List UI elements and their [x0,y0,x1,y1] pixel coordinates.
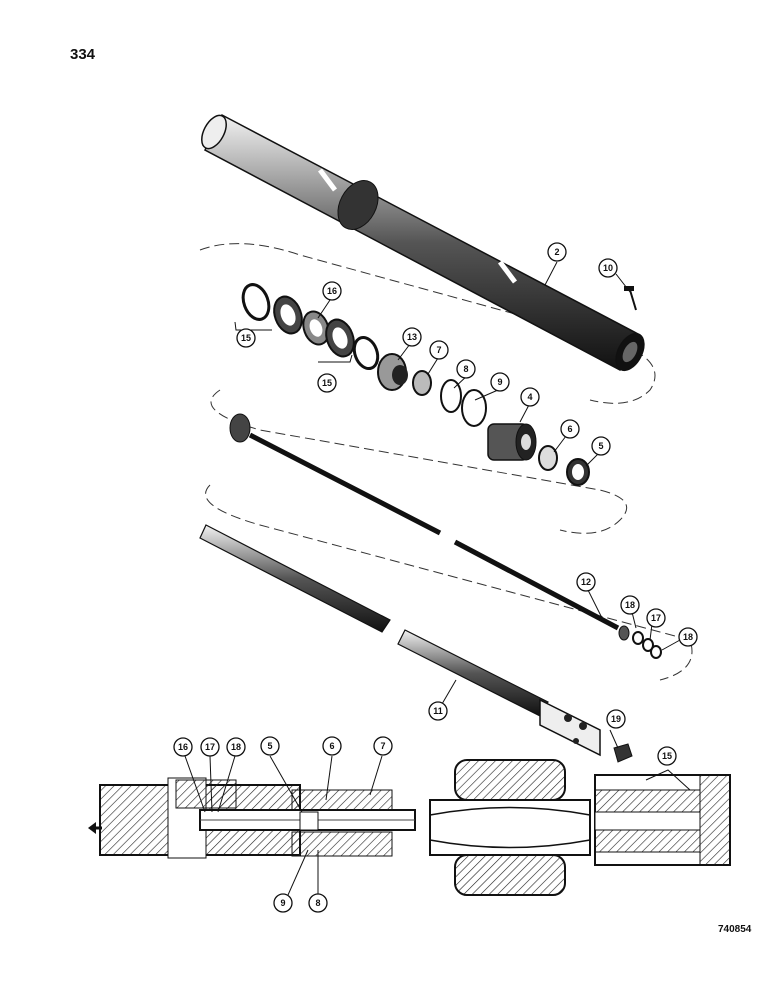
svg-text:9: 9 [280,898,285,908]
set-screw [624,286,637,311]
callout-13: 13 [402,327,422,347]
svg-text:7: 7 [380,741,385,751]
svg-text:13: 13 [407,332,417,342]
svg-text:19: 19 [611,714,621,724]
fitting [613,743,633,763]
svg-text:6: 6 [329,741,334,751]
callout-16: 16 [322,281,342,301]
callout-18b: 18 [678,627,698,647]
svg-text:16: 16 [327,286,337,296]
oil-tube [199,524,601,757]
callout-s7: 7 [373,736,393,756]
svg-text:15: 15 [322,378,332,388]
svg-text:8: 8 [463,364,468,374]
callout-6: 6 [560,419,580,439]
callout-4: 4 [520,387,540,407]
callout-s18: 18 [226,737,246,757]
svg-text:6: 6 [567,424,572,434]
page-number: 334 [70,46,96,63]
svg-text:16: 16 [178,742,188,752]
callout-s6: 6 [322,736,342,756]
callout-9: 9 [490,372,510,392]
svg-text:9: 9 [497,377,502,387]
svg-text:17: 17 [651,613,661,623]
callouts: 2 10 16 15 15 13 7 8 9 4 6 5 12 18 17 18… [173,242,698,913]
svg-text:5: 5 [598,441,603,451]
callout-15b: 15 [317,373,337,393]
callout-10: 10 [598,258,618,278]
callout-s8: 8 [308,893,328,913]
svg-text:2: 2 [554,247,559,257]
svg-text:5: 5 [267,741,272,751]
svg-text:4: 4 [527,392,532,402]
svg-text:12: 12 [581,577,591,587]
seal-rings [241,283,380,370]
section-right [594,774,731,866]
cylinder-barrel [201,113,645,372]
callout-18a: 18 [620,595,640,615]
callout-12: 12 [576,572,596,592]
piston-parts [377,353,487,427]
callout-7: 7 [429,340,449,360]
gland-assembly [487,423,590,486]
callout-15a: 15 [236,328,256,348]
callout-2: 2 [547,242,567,262]
svg-text:18: 18 [683,632,693,642]
callout-17: 17 [646,608,666,628]
callout-8: 8 [456,359,476,379]
piston-rod [229,413,662,659]
svg-text:8: 8 [315,898,320,908]
svg-text:18: 18 [625,600,635,610]
svg-text:15: 15 [662,751,672,761]
section-left [88,777,416,859]
drawing-code: 740854 [718,924,752,935]
callout-s15: 15 [657,746,677,766]
callout-19: 19 [606,709,626,729]
svg-text:11: 11 [433,706,443,716]
callout-5: 5 [591,436,611,456]
svg-text:10: 10 [603,263,613,273]
section-middle [429,759,591,896]
svg-text:17: 17 [205,742,215,752]
callout-s5: 5 [260,736,280,756]
callout-s9: 9 [273,893,293,913]
svg-text:18: 18 [231,742,241,752]
leader-lines [184,261,691,896]
callout-s17: 17 [200,737,220,757]
callout-s16: 16 [173,737,193,757]
svg-text:15: 15 [241,333,251,343]
svg-text:7: 7 [436,345,441,355]
callout-11: 11 [428,701,448,721]
